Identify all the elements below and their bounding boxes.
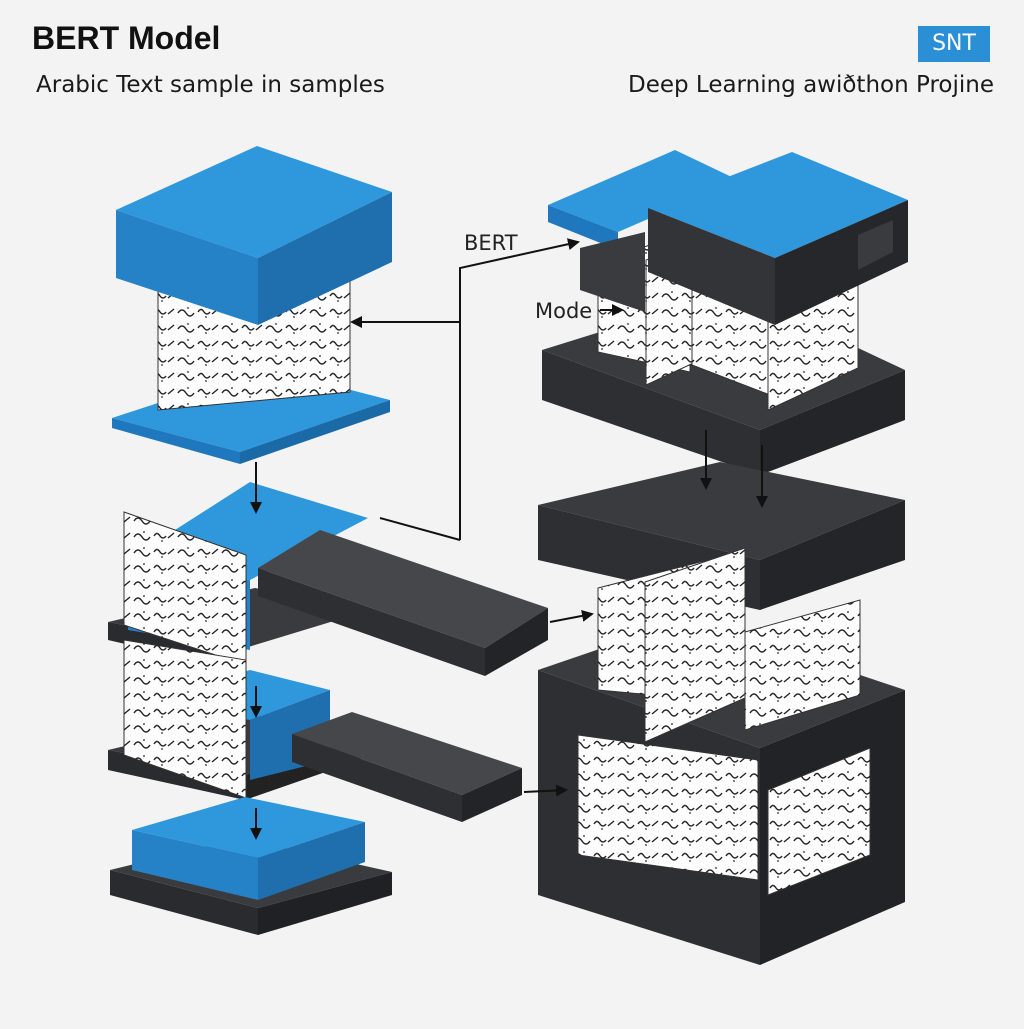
left-mid-block	[108, 482, 370, 672]
left-bottom-block	[110, 797, 392, 935]
subtitle-right: Deep Learning awiðthon Projine	[627, 72, 994, 98]
left-mid-text-panel	[123, 511, 247, 666]
connector-beam-upper	[258, 530, 548, 676]
left-lower-text-panel	[123, 639, 247, 799]
arrows	[250, 238, 768, 840]
arrow-bert	[459, 238, 580, 540]
right-middle-text-panels	[597, 547, 861, 743]
right-top-cap-back	[548, 150, 738, 312]
page-title: BERT Model	[32, 20, 221, 56]
arrow-right-upper	[549, 609, 594, 623]
arrow-right-lower	[523, 784, 568, 797]
label-bert: BERT	[464, 231, 518, 255]
feed-line	[379, 517, 461, 541]
connector-beam-lower	[292, 712, 522, 822]
left-lower-block	[108, 639, 360, 800]
subtitle-left: Arabic Text sample in samples	[36, 72, 385, 98]
right-top-cap-front	[648, 152, 908, 325]
snt-badge: SNT	[918, 26, 990, 62]
left-top-block	[112, 146, 392, 464]
right-bottom-text-panels	[577, 734, 871, 896]
label-mode: Mode	[535, 299, 592, 323]
